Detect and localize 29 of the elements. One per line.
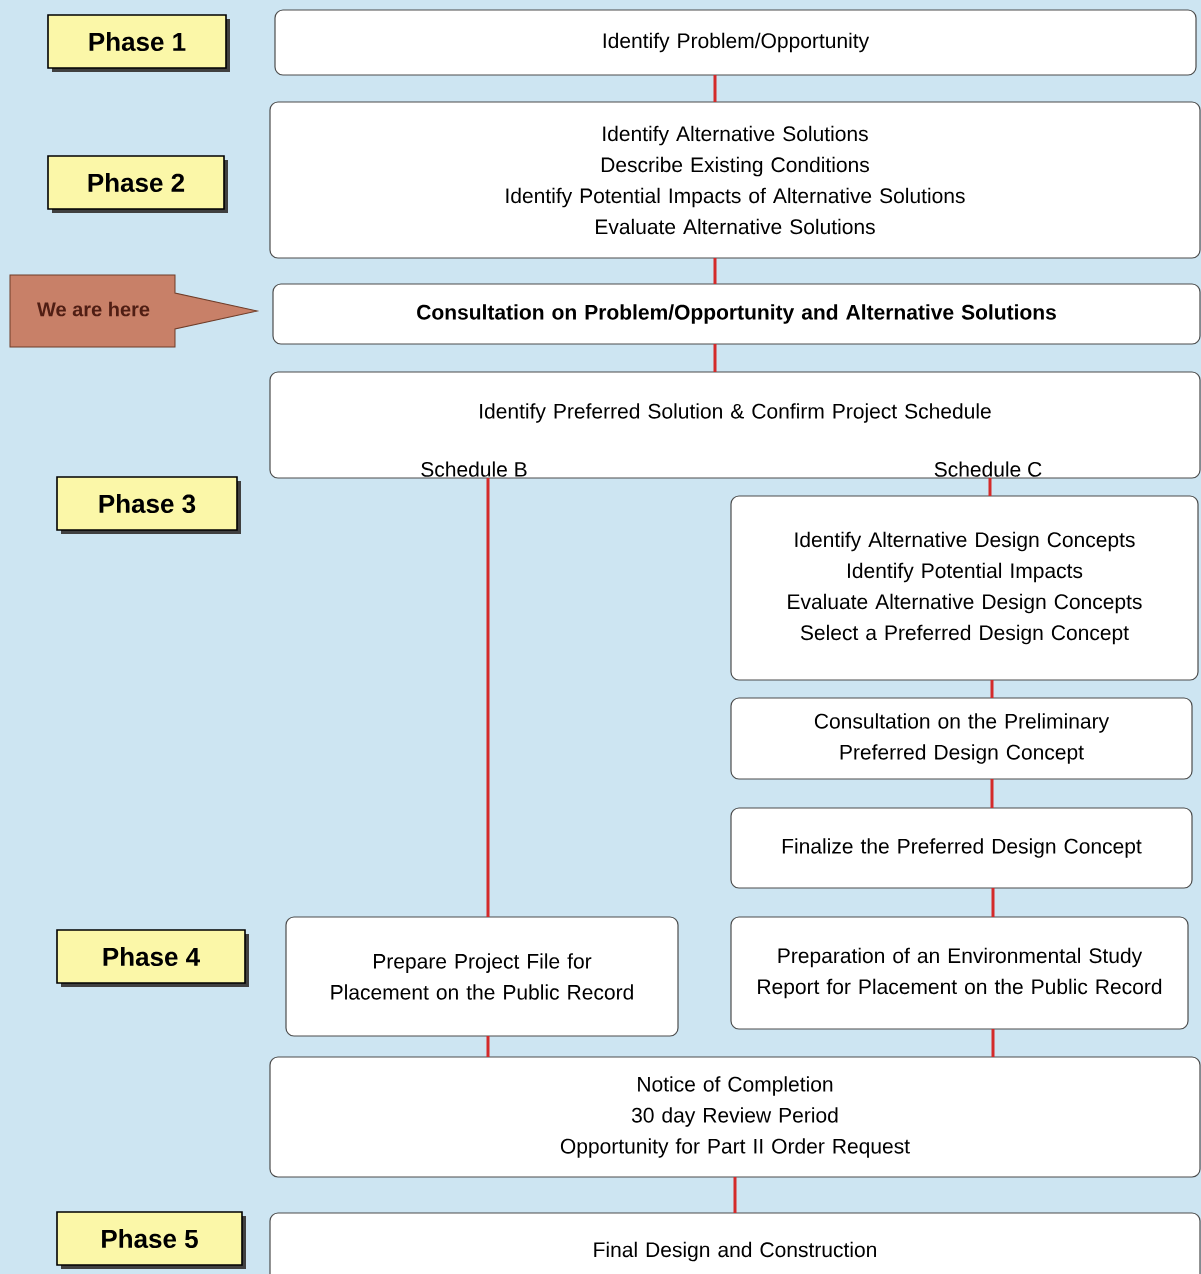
schedule-label: Schedule C: [934, 461, 1042, 477]
process-box: Identify Alternative Design Concepts Identify Potential Impacts Evaluate Alternative Design Concepts Select a Preferred Design Concept: [730, 495, 1199, 681]
process-box: Preparation of an Environmental Study Report for Placement on the Public Record: [730, 916, 1189, 1030]
connector-line: [713, 75, 717, 102]
process-box: Identify Alternative Solutions Describe Existing Conditions Identify Potential Impacts of Alternative Solutions Evaluate Alternative Solutions: [269, 101, 1201, 259]
connector-line: [990, 680, 994, 698]
schedule-label: Schedule B: [421, 461, 527, 477]
connector-line: [713, 344, 717, 372]
phase-label: Phase 3: [56, 476, 241, 534]
connector-line: [988, 478, 992, 496]
process-box: Identify Problem/Opportunity: [274, 9, 1197, 76]
connector-line: [990, 779, 994, 808]
process-box: Consultation on the Preliminary Preferred Design Concept: [730, 697, 1193, 780]
connector-line: [733, 1177, 737, 1213]
phase-label: Phase 2: [47, 155, 228, 213]
connector-line: [486, 1036, 490, 1057]
process-box: Consultation on Problem/Opportunity and Alternative Solutions: [272, 283, 1201, 345]
arrow-callout: We are here: [9, 274, 258, 348]
connector-line: [486, 478, 490, 917]
connector-line: [713, 258, 717, 284]
process-box: Prepare Project File for Placement on the Public Record: [285, 916, 679, 1037]
process-box: Final Design and Construction: [269, 1212, 1201, 1274]
phase-label: Phase 1: [47, 14, 230, 72]
connector-line: [991, 888, 995, 917]
process-box: Notice of Completion 30 day Review Period Opportunity for Part II Order Request: [269, 1056, 1201, 1178]
connector-line: [991, 1029, 995, 1057]
phase-label: Phase 4: [56, 929, 249, 987]
process-box: Finalize the Preferred Design Concept: [730, 807, 1193, 889]
phase-label: Phase 5: [56, 1211, 246, 1269]
